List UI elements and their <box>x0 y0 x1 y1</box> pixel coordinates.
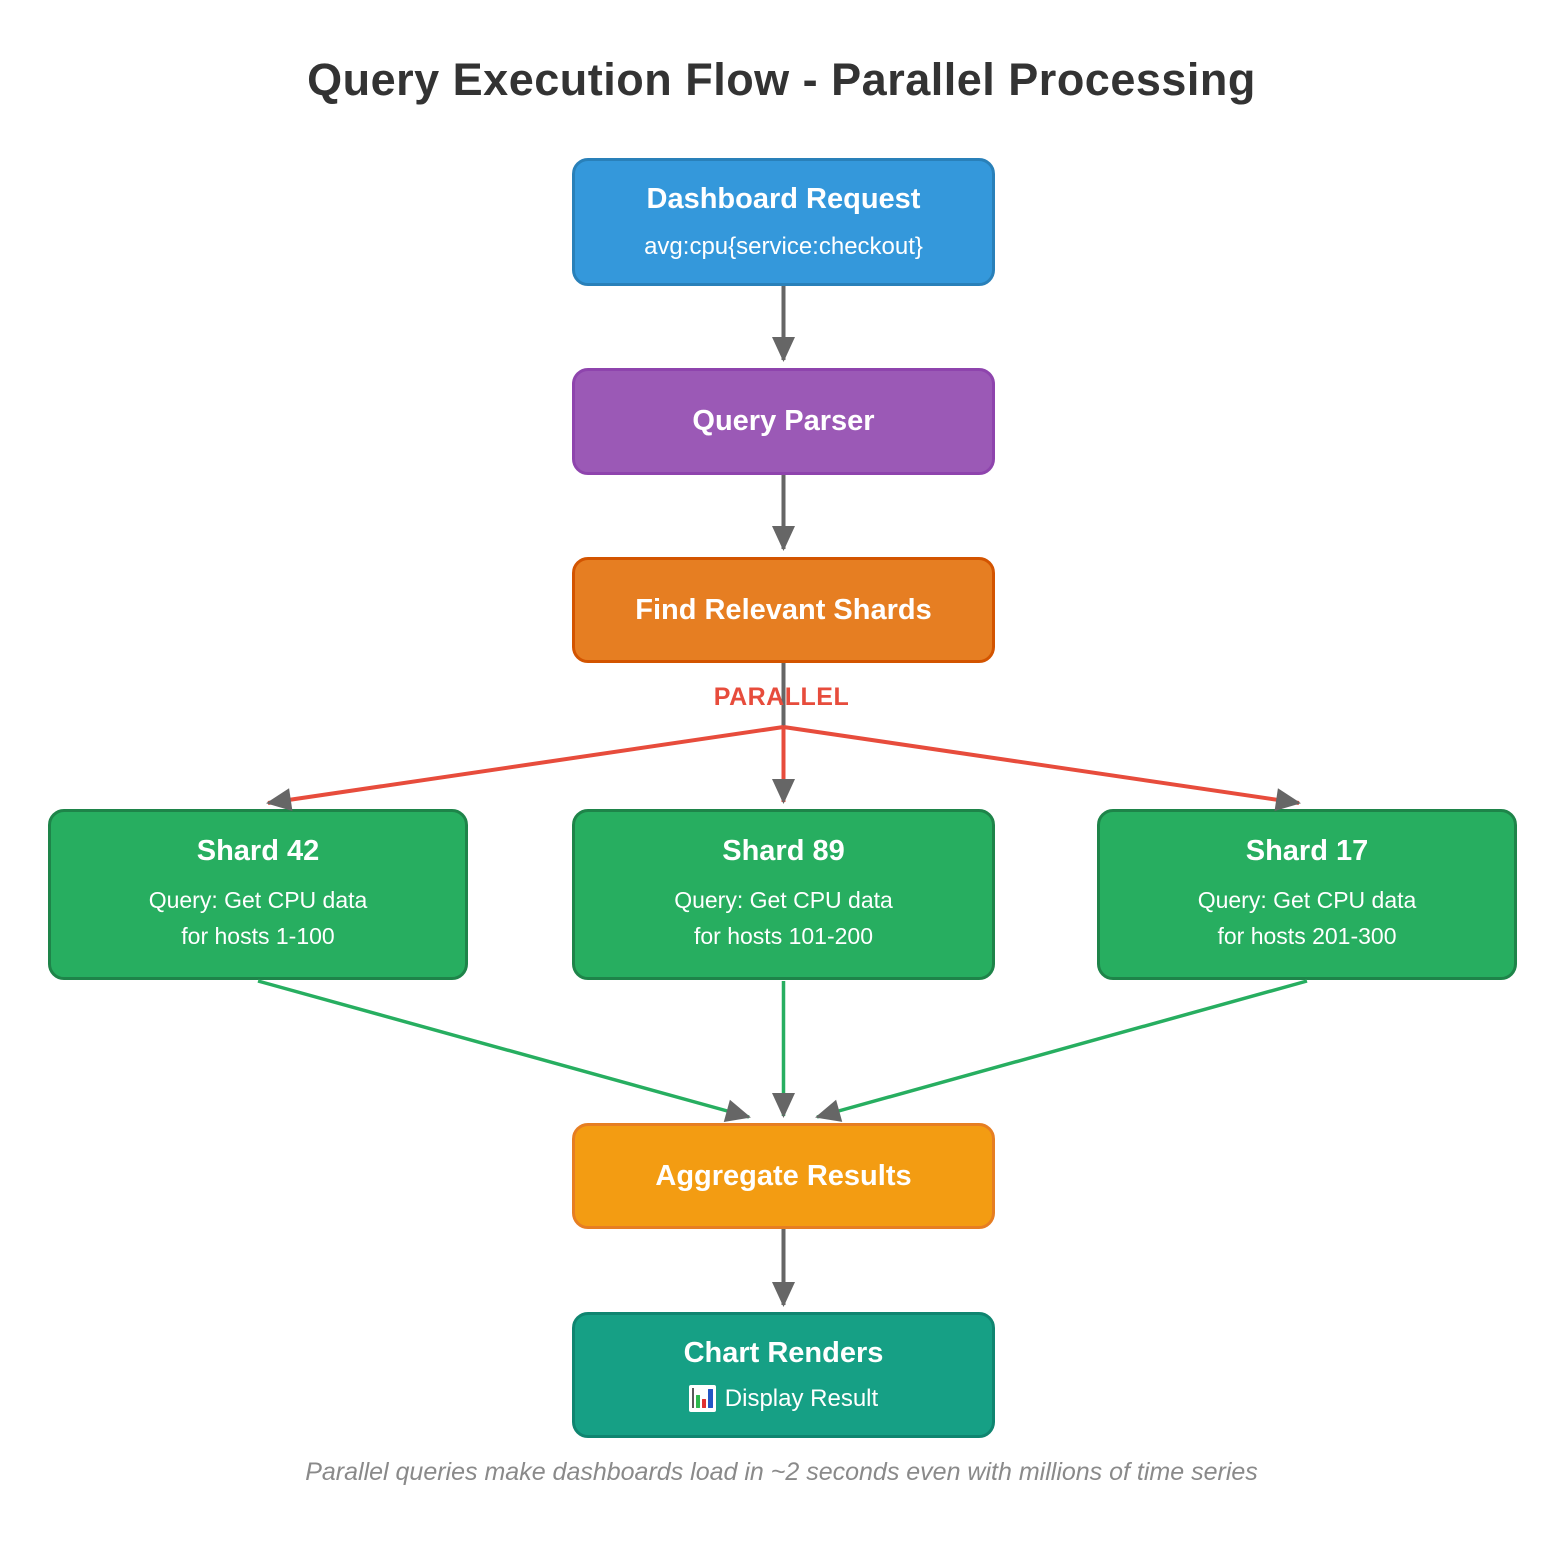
node-find-relevant-shards: Find Relevant Shards <box>572 557 995 663</box>
bar-chart-icon <box>688 1384 716 1412</box>
edge-shard17-to-aggregate <box>815 979 1308 1122</box>
node-shard-42: Shard 42 Query: Get CPU data for hosts 1… <box>48 809 468 980</box>
node-find-relevant-shards-title: Find Relevant Shards <box>635 593 932 626</box>
node-shard-89-line2: for hosts 101-200 <box>693 922 873 949</box>
node-chart-renders-result-row: Display Result <box>688 1383 879 1414</box>
node-query-parser: Query Parser <box>572 368 995 475</box>
bar-chart-icon-blue-bar <box>708 1388 713 1408</box>
node-shard-42-detail: Query: Get CPU data for hosts 1-100 <box>149 883 368 954</box>
edge-parallel-to-shard17 <box>783 725 1301 812</box>
node-aggregate-results-title: Aggregate Results <box>655 1159 912 1192</box>
bar-chart-icon-green-bar <box>695 1394 701 1408</box>
node-shard-89: Shard 89 Query: Get CPU data for hosts 1… <box>572 809 995 980</box>
node-shard-42-line2: for hosts 1-100 <box>181 922 335 949</box>
node-dashboard-request-query: avg:cpu{service:checkout} <box>644 232 923 260</box>
node-dashboard-request: Dashboard Request avg:cpu{service:checko… <box>572 158 995 286</box>
bar-chart-icon-red-bar <box>702 1398 707 1408</box>
node-shard-17-title: Shard 17 <box>1245 835 1369 868</box>
edge-parallel-to-shard42 <box>266 725 784 812</box>
node-chart-renders-title: Chart Renders <box>683 1337 884 1369</box>
node-dashboard-request-title: Dashboard Request <box>646 183 921 215</box>
parallel-label: PARALLEL <box>713 683 850 711</box>
node-shard-17-detail: Query: Get CPU data for hosts 201-300 <box>1198 883 1417 954</box>
node-shard-89-line1: Query: Get CPU data <box>674 887 893 914</box>
page-title: Query Execution Flow - Parallel Processi… <box>307 54 1256 105</box>
edge-shard42-to-aggregate <box>257 979 751 1122</box>
node-chart-renders: Chart Renders Display Result <box>572 1312 995 1438</box>
node-shard-17: Shard 17 Query: Get CPU data for hosts 2… <box>1097 809 1517 980</box>
node-shard-89-title: Shard 89 <box>722 835 845 868</box>
node-chart-renders-subtitle: Display Result <box>724 1384 879 1412</box>
node-shard-17-line2: for hosts 201-300 <box>1217 922 1397 949</box>
footer-caption: Parallel queries make dashboards load in… <box>305 1458 1258 1486</box>
node-aggregate-results: Aggregate Results <box>572 1123 995 1229</box>
node-query-parser-title: Query Parser <box>692 405 875 438</box>
node-shard-89-detail: Query: Get CPU data for hosts 101-200 <box>674 883 893 954</box>
node-shard-42-title: Shard 42 <box>196 835 320 868</box>
node-shard-17-line1: Query: Get CPU data <box>1197 887 1417 914</box>
node-shard-42-line1: Query: Get CPU data <box>148 887 368 914</box>
